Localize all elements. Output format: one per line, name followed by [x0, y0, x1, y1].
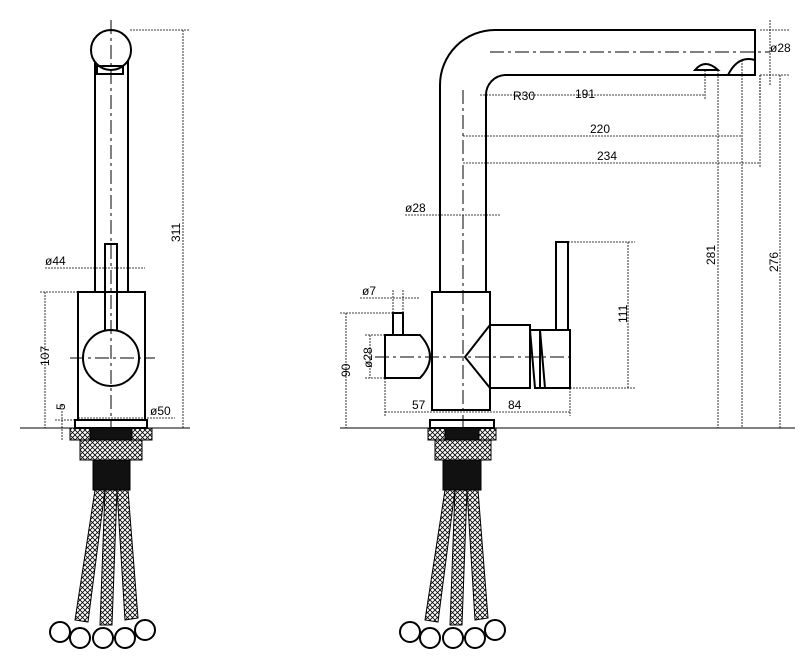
dim-220: 220: [590, 122, 610, 136]
dim-234: 234: [597, 149, 617, 163]
dim-handle-d28: ø28: [361, 347, 375, 368]
dim-311: 311: [169, 223, 183, 242]
dim-281: 281: [704, 245, 718, 265]
side-view: 311 ø44 107 5 ø50: [20, 20, 190, 649]
dim-111: 111: [616, 304, 630, 323]
dim-pipe-d28: ø28: [405, 201, 426, 215]
dim-spout-d28: ø28: [770, 41, 791, 55]
dim-d50: ø50: [150, 404, 171, 418]
dim-107: 107: [38, 346, 52, 366]
dim-d44: ø44: [45, 254, 66, 268]
dim-57: 57: [412, 398, 426, 412]
dim-276: 276: [767, 252, 781, 272]
dim-5: 5: [54, 403, 68, 410]
dim-r30: R30: [513, 89, 535, 103]
dim-191: 191: [575, 87, 595, 101]
dim-90: 90: [339, 363, 353, 377]
dim-d7: ø7: [362, 284, 376, 298]
dim-84: 84: [508, 398, 522, 412]
front-view: ø28 R30 191 220 234 ø28 281 276 ø7 ø28 9…: [339, 20, 795, 649]
